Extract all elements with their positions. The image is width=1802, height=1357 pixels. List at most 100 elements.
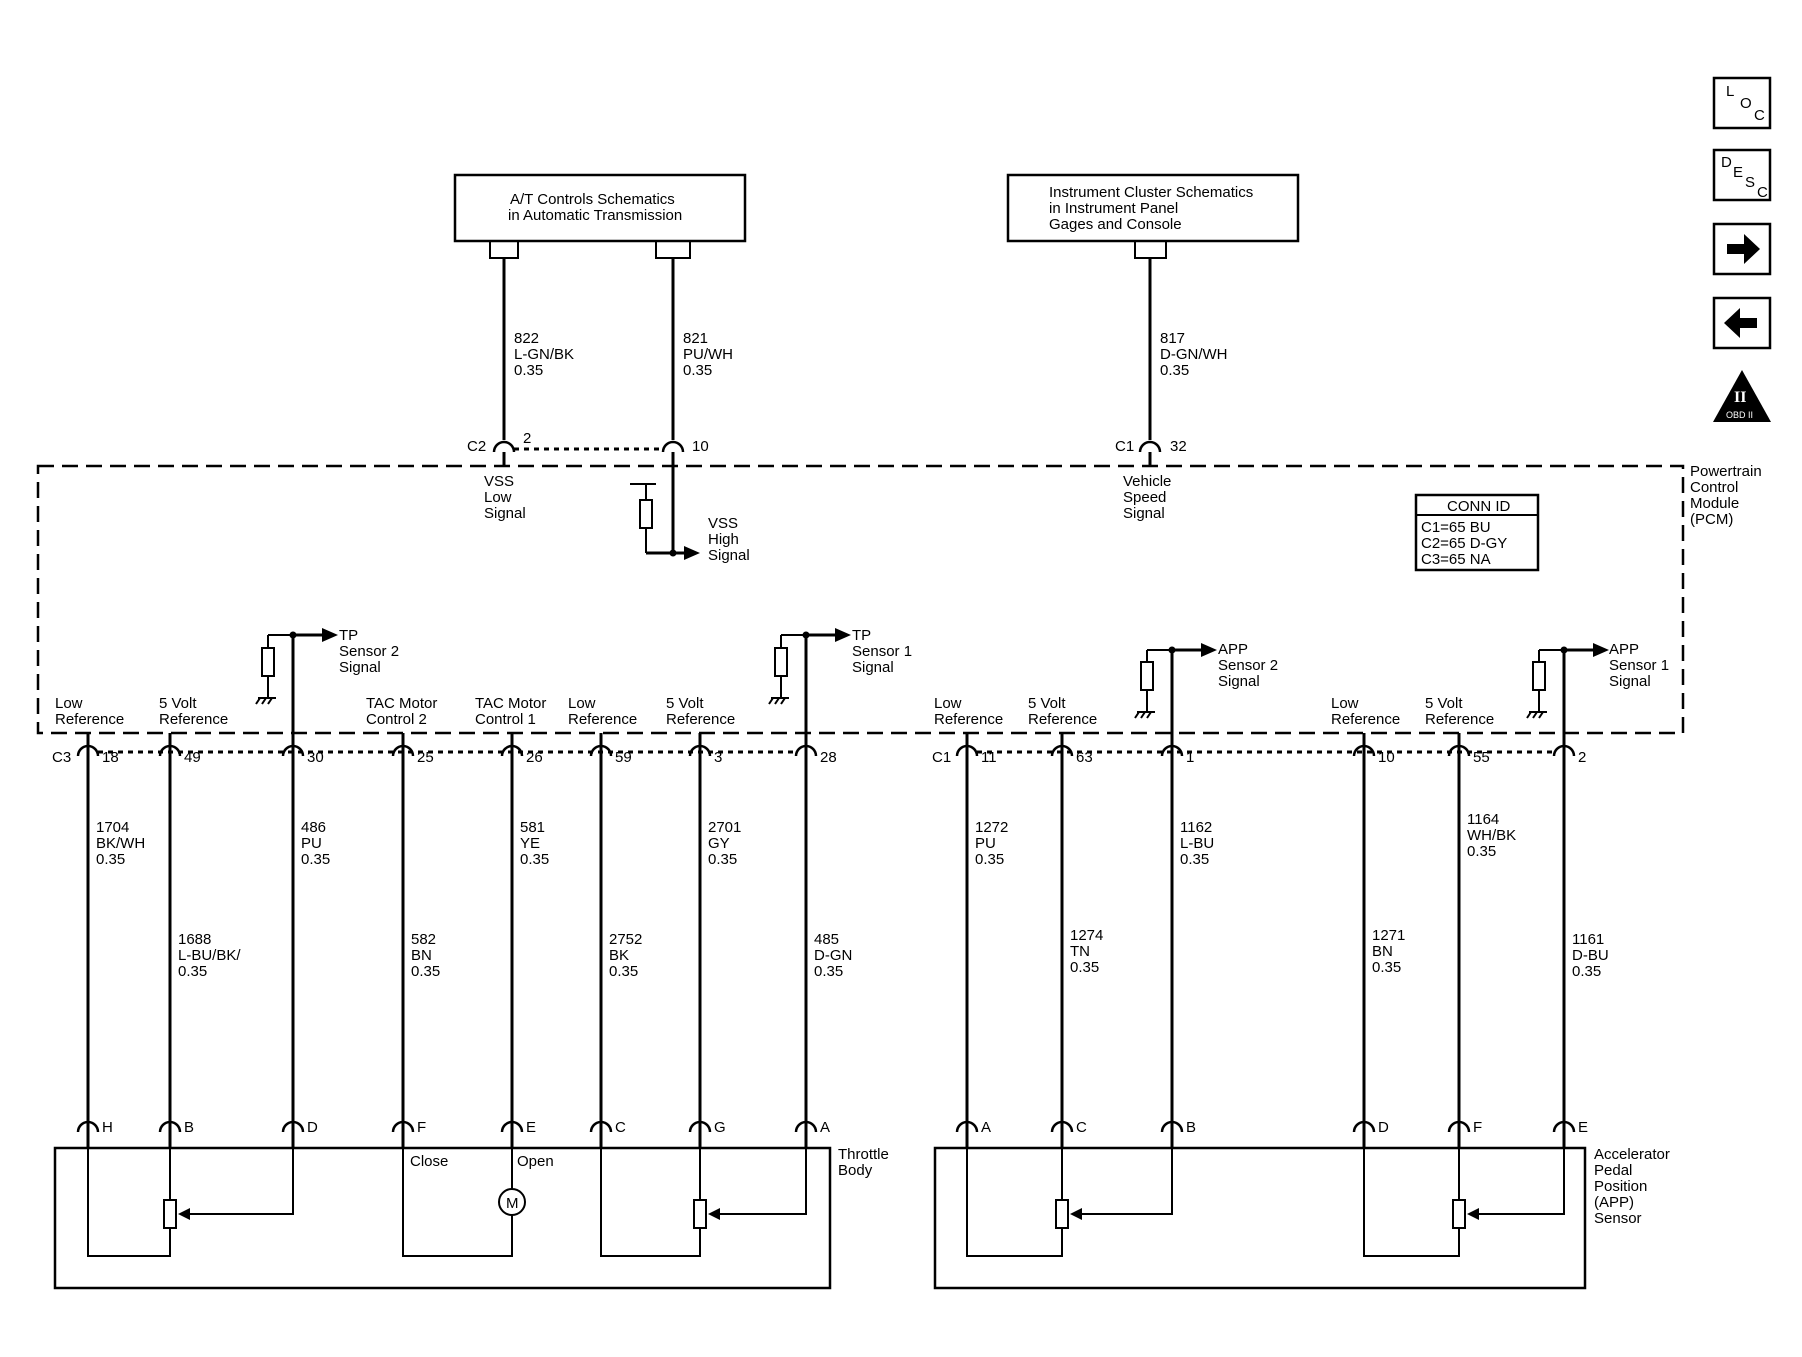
app-sensor[interactable]: Accelerator Pedal Position (APP) Sensor	[933, 1140, 1670, 1290]
wire-size: 0.35	[520, 851, 549, 868]
svg-text:(PCM): (PCM)	[1690, 511, 1733, 528]
connector-pin	[955, 1120, 979, 1133]
connector-pin	[281, 1120, 305, 1133]
vss-high-circuit	[630, 466, 700, 560]
svg-text:Signal: Signal	[852, 659, 894, 676]
component-pin-letter: C	[615, 1119, 626, 1136]
obd-label: OBD II	[1726, 410, 1753, 420]
svg-text:Powertrain: Powertrain	[1690, 463, 1762, 480]
connector-pin-number: 10	[1378, 749, 1395, 766]
tp-sensor-1-signal-label: TP Sensor 1 Signal	[852, 627, 912, 676]
wire-circuit-number: 1274	[1070, 927, 1103, 944]
wire-circuit-number: 1704	[96, 819, 129, 836]
svg-text:0.35: 0.35	[683, 362, 712, 379]
pcm-boundary	[36, 464, 1685, 735]
connector-pin	[1138, 440, 1162, 453]
connector-pin-number: 1	[1186, 749, 1194, 766]
wire-color: PU	[975, 835, 996, 852]
svg-text:Module: Module	[1690, 495, 1739, 512]
connector-c1-pin-32: 32	[1170, 438, 1187, 455]
component-pin-letter: B	[184, 1119, 194, 1136]
svg-text:Low: Low	[55, 695, 83, 712]
at-controls-line1: A/T Controls Schematics	[510, 191, 675, 208]
conn-id-c3: C3=65 NA	[1421, 551, 1491, 568]
svg-text:Sensor 2: Sensor 2	[1218, 657, 1278, 674]
resistor-icon	[1140, 661, 1154, 691]
potentiometer-icon	[163, 1199, 177, 1229]
forward-button[interactable]	[1712, 222, 1772, 276]
wire-circuit-number: 1271	[1372, 927, 1405, 944]
potentiometer-icon	[1452, 1199, 1466, 1229]
throttle-body[interactable]: Throttle Body Close Open M	[53, 1140, 889, 1290]
connector-pin	[794, 1120, 818, 1133]
wire-circuit-number: 581	[520, 819, 545, 836]
component-pin-letter: A	[820, 1119, 830, 1136]
connector-pin	[500, 1120, 524, 1133]
component-pin-letter: H	[102, 1119, 113, 1136]
connector-pin-number: 63	[1076, 749, 1093, 766]
connector-pin	[688, 1120, 712, 1133]
svg-text:Body: Body	[838, 1162, 873, 1179]
wire-color: BK/WH	[96, 835, 145, 852]
svg-text:PU/WH: PU/WH	[683, 346, 733, 363]
loc-button[interactable]: L O C	[1712, 76, 1772, 130]
svg-text:5 Volt: 5 Volt	[1425, 695, 1463, 712]
connector-c2-pin-10: 10	[692, 438, 709, 455]
component-pin-letter: E	[526, 1119, 536, 1136]
svg-text:(APP): (APP)	[1594, 1194, 1634, 1211]
wire-circuit-number: 1688	[178, 931, 211, 948]
svg-text:Position: Position	[1594, 1178, 1647, 1195]
wire-color: TN	[1070, 943, 1090, 960]
instrument-cluster-box[interactable]: Instrument Cluster Schematics in Instrum…	[1006, 173, 1300, 259]
desc-button[interactable]: D E S C	[1712, 148, 1772, 202]
arrow-right-icon	[322, 628, 338, 642]
vss-low-signal-label: VSS Low Signal	[484, 473, 526, 522]
conn-id-table: CONN ID C1=65 BU C2=65 D-GY C3=65 NA	[1414, 493, 1540, 572]
svg-text:Reference: Reference	[568, 711, 637, 728]
svg-text:Reference: Reference	[1331, 711, 1400, 728]
svg-text:Sensor 2: Sensor 2	[339, 643, 399, 660]
svg-text:Signal: Signal	[708, 547, 750, 564]
potentiometer-icon	[1055, 1199, 1069, 1229]
back-button[interactable]	[1712, 296, 1772, 350]
throttle-body-label: Throttle Body	[838, 1146, 889, 1179]
svg-text:Reference: Reference	[1425, 711, 1494, 728]
connector-pin-number: 25	[417, 749, 434, 766]
pcm-pin-labels: Low Reference 5 Volt Reference TAC Motor…	[55, 695, 1494, 728]
connector-pin	[1447, 1120, 1471, 1133]
svg-text:Vehicle: Vehicle	[1123, 473, 1171, 490]
svg-text:Control: Control	[1690, 479, 1738, 496]
component-pin-letter: C	[1076, 1119, 1087, 1136]
app-sensor-label: Accelerator Pedal Position (APP) Sensor	[1594, 1146, 1670, 1227]
motor-icon	[498, 1188, 526, 1216]
svg-text:822: 822	[514, 330, 539, 347]
connector-pin-number: 49	[184, 749, 201, 766]
wire-size: 0.35	[1467, 843, 1496, 860]
svg-text:Throttle: Throttle	[838, 1146, 889, 1163]
wire-color: L-BU	[1180, 835, 1214, 852]
wire-color: BK	[609, 947, 629, 964]
svg-text:APP: APP	[1218, 641, 1248, 658]
component-pin-letter: D	[307, 1119, 318, 1136]
svg-text:Low: Low	[484, 489, 512, 506]
at-controls-box[interactable]: A/T Controls Schematics in Automatic Tra…	[453, 173, 747, 259]
wire-822-label: 822 L-GN/BK 0.35	[514, 330, 574, 379]
tp-sensor-1-circuit	[768, 628, 851, 733]
resistor-icon	[639, 499, 653, 529]
wire-size: 0.35	[708, 851, 737, 868]
connector-pin	[391, 1120, 415, 1133]
svg-text:Low: Low	[934, 695, 962, 712]
wire-color: WH/BK	[1467, 827, 1516, 844]
obd-ii-button[interactable]: II OBD II	[1713, 370, 1771, 422]
wire-size: 0.35	[975, 851, 1004, 868]
instrument-cluster-line3: Gages and Console	[1049, 216, 1182, 233]
wire-color: D-GN	[814, 947, 852, 964]
app-sensor-2-signal-label: APP Sensor 2 Signal	[1218, 641, 1278, 690]
svg-text:APP: APP	[1609, 641, 1639, 658]
wire-circuit-number: 1164	[1467, 811, 1499, 828]
component-pin-letter: F	[417, 1119, 426, 1136]
conn-id-title: CONN ID	[1447, 498, 1511, 515]
svg-text:821: 821	[683, 330, 708, 347]
potentiometer-icon	[693, 1199, 707, 1229]
connector-pin	[589, 1120, 613, 1133]
